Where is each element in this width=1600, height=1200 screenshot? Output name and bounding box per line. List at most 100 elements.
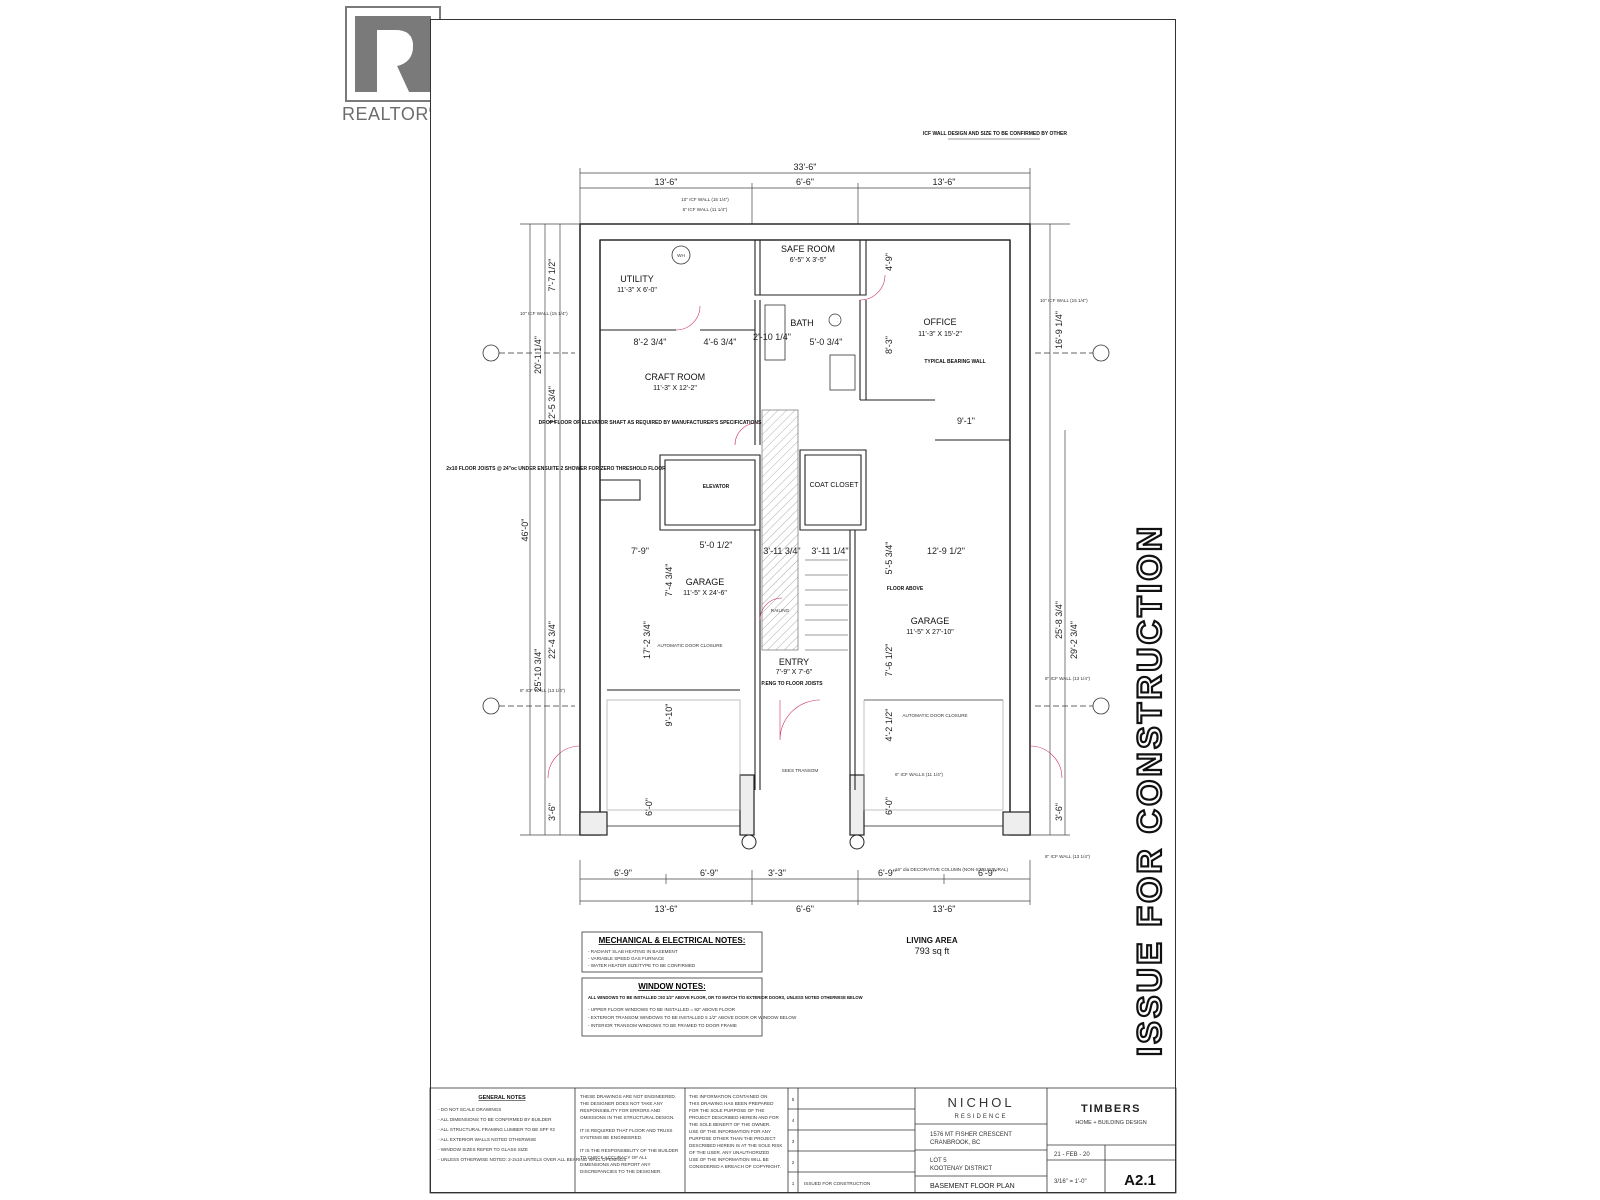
general-note-1: - DO NOT SCALE DRAWINGS	[438, 1107, 501, 1112]
auto-door-left-note: AUTOMATIC DOOR CLOSURE	[657, 643, 722, 648]
bath-shower	[829, 354, 856, 391]
rev-5: 5	[792, 1097, 795, 1102]
eng-floor-joists-note: P.ENG TO FLOOR JOISTS	[761, 681, 823, 687]
rev-1: 1	[792, 1181, 795, 1186]
typical-bearing-note: TYPICAL BEARING WALL	[924, 359, 985, 365]
disclaimer-a-4: OMISSIONS IN THE STRUCTURAL DESIGN.	[580, 1115, 674, 1120]
left-dim-2: 20'-1 1/4"	[533, 336, 543, 374]
window-note-2: - EXTERIOR TRANSOM WINDOWS TO BE INSTALL…	[588, 1015, 797, 1020]
bottom-dimensions	[579, 860, 1031, 905]
int-dim-14: 4'-2 1/2"	[884, 709, 894, 742]
project-name: NICHOL	[947, 1095, 1014, 1110]
room-garage-right-size: 11'-5" X 27'-10"	[906, 629, 954, 636]
bottom-dim-4: 6'-6"	[796, 904, 814, 914]
disclaimer-b-2: THIS DRAWING HAS BEEN PREPARED	[689, 1101, 774, 1106]
icf8-right-note: 8" ICF WALL (13 1/4")	[1045, 676, 1091, 681]
window-notes-title: WINDOW NOTES:	[638, 982, 706, 991]
floor-joists-note: 2x10 FLOOR JOISTS @ 24"oc UNDER ENSUITE …	[446, 466, 666, 472]
left-dim-8: 3'-6"	[547, 803, 557, 821]
bottom-total-3: 13'-6"	[933, 904, 956, 914]
room-entry: ENTRY	[779, 657, 809, 667]
room-garage-right: GARAGE	[911, 616, 950, 626]
disclaimer-a-10: DISCREPANCIES TO THE DESIGNER.	[580, 1169, 662, 1174]
address-1: 1576 MT FISHER CRESCENT	[930, 1132, 1012, 1138]
icf10-right-note: 10" ICF WALL (15 1/4")	[1040, 298, 1088, 303]
int-dim-3: 2'-10 1/4"	[753, 332, 791, 342]
disclaimer-a-3: RESPONSIBILITY FOR ERRORS AND	[580, 1108, 661, 1113]
room-office: OFFICE	[924, 317, 957, 327]
disclaimer-a-5: IT IS REQUIRED THAT FLOOR AND TRUSS	[580, 1128, 673, 1133]
left-dim-1: 7'-7 1/2"	[547, 259, 557, 292]
project-sub: RESIDENCE	[954, 1114, 1007, 1120]
sheet-scale: 3/16" = 1'-0"	[1054, 1179, 1087, 1185]
disclaimer-a-7: IT IS THE RESPONSIBILITY OF THE BUILDER	[580, 1148, 679, 1153]
window-notes-lead: ALL WINDOWS TO BE INSTALLED =93 1/2" ABO…	[588, 995, 863, 1000]
address-2: CRANBROOK, BC	[930, 1140, 981, 1146]
mech-note-3: - WATER HEATER SIZE/TYPE TO BE CONFIRMED	[588, 963, 696, 968]
water-heater-icon	[671, 245, 691, 265]
int-dim-10: 12'-9 1/2"	[927, 546, 965, 556]
top-dim-2: 6'-6"	[796, 177, 814, 187]
general-notes-list: - DO NOT SCALE DRAWINGS - ALL DIMENSIONS…	[438, 1107, 626, 1162]
decorative-column-note: 16" dia DECORATIVE COLUMN (NON-STRUCTURA…	[895, 867, 1009, 872]
room-bath: BATH	[790, 318, 813, 328]
mech-notes-title: MECHANICAL & ELECTRICAL NOTES:	[599, 936, 746, 945]
mech-note-2: - VARIABLE SPEED GAS FURNACE	[588, 956, 664, 961]
realtor-logo: REALTOR®	[342, 6, 441, 124]
transom-note: SEES TRANSOM	[782, 768, 819, 773]
icf6-walls-note: 6" ICF WALLS (11 1/4")	[895, 772, 943, 777]
stair-treads	[805, 559, 848, 651]
disclaimer-a: THESE DRAWINGS ARE NOT ENGINEERED. THE D…	[580, 1094, 679, 1174]
right-dimensions	[1030, 223, 1070, 836]
disclaimer-b-9: OF THE USER. ANY UNAUTHORIZED	[689, 1150, 770, 1155]
rev-3: 3	[792, 1139, 795, 1144]
left-dim-3: 12'-5 3/4"	[547, 386, 557, 424]
int-dim-18: 5'-5 3/4"	[884, 542, 894, 575]
right-dim-3: 29'-2 3/4"	[1069, 621, 1079, 659]
auto-door-right-note: AUTOMATIC DOOR CLOSURE	[902, 713, 967, 718]
left-dim-6: 17'-2 3/4"	[642, 621, 652, 659]
room-safe: SAFE ROOM	[781, 244, 835, 254]
sheet-title: BASEMENT FLOOR PLAN	[930, 1183, 1015, 1190]
disclaimer-a-6: SYSTEMS BE ENGINEERED.	[580, 1135, 642, 1140]
room-entry-size: 7'-9" X 7'-6"	[776, 669, 813, 676]
bottom-walls	[579, 774, 1031, 836]
interior-walls	[600, 240, 1010, 790]
drawing-sheet	[430, 19, 1176, 1193]
title-block	[429, 1087, 1177, 1194]
room-coat-closet: COAT CLOSET	[810, 482, 859, 489]
decorative-column-left	[741, 834, 757, 850]
sheet-number: A2.1	[1124, 1172, 1156, 1189]
bottom-total-1: 13'-6"	[655, 904, 678, 914]
disclaimer-b-10: USE OF THE INFORMATION WILL BE	[689, 1157, 769, 1162]
int-dim-7: 7'-9"	[631, 546, 649, 556]
overall-width-dim: 33'-6"	[794, 162, 817, 172]
bottom-dim-3: 3'-3"	[768, 868, 786, 878]
int-dim-6: 5'-0 1/2"	[700, 540, 733, 550]
top-dim-3: 13'-6"	[933, 177, 956, 187]
stair-hatch	[761, 409, 799, 651]
living-area-label: LIVING AREA	[906, 936, 957, 945]
left-dim-5: 25'-10 3/4"	[533, 649, 543, 692]
revision-table: 5 4 3 2 1 ISSUED FOR CONSTRUCTION	[792, 1097, 871, 1186]
disclaimer-b-11: CONSIDERED A BREACH OF COPYRIGHT.	[689, 1164, 781, 1169]
rev-4: 4	[792, 1118, 795, 1123]
general-note-3: - ALL STRUCTURAL FRAMING LUMBER TO BE SP…	[438, 1127, 555, 1132]
general-note-5: - WINDOW SIZES REFER TO GLASS SIZE	[438, 1147, 528, 1152]
int-dim-13: 7'-6 1/2"	[884, 644, 894, 677]
left-dimensions	[520, 223, 580, 836]
toilet-icon	[828, 313, 842, 327]
disclaimer-b-1: THE INFORMATION CONTAINED ON	[689, 1094, 767, 1099]
disclaimer-a-1: THESE DRAWINGS ARE NOT ENGINEERED.	[580, 1094, 676, 1099]
int-dim-8: 3'-11 3/4"	[763, 546, 800, 556]
int-dim-15: 6'-0"	[884, 797, 894, 815]
int-dim-16: 8'-3"	[884, 336, 894, 354]
bath-tub	[764, 304, 786, 361]
legal-1: LOT 5	[930, 1158, 947, 1164]
left-overall-dim: 46'-0"	[520, 519, 530, 542]
wh-label: WH	[677, 253, 685, 258]
right-dim-4: 3'-6"	[1054, 803, 1064, 821]
disclaimer-b-5: THE SOLE BENEFIT OF THE OWNER.	[689, 1122, 771, 1127]
room-utility: UTILITY	[620, 274, 654, 284]
room-elevator: ELEVATOR	[703, 484, 730, 490]
